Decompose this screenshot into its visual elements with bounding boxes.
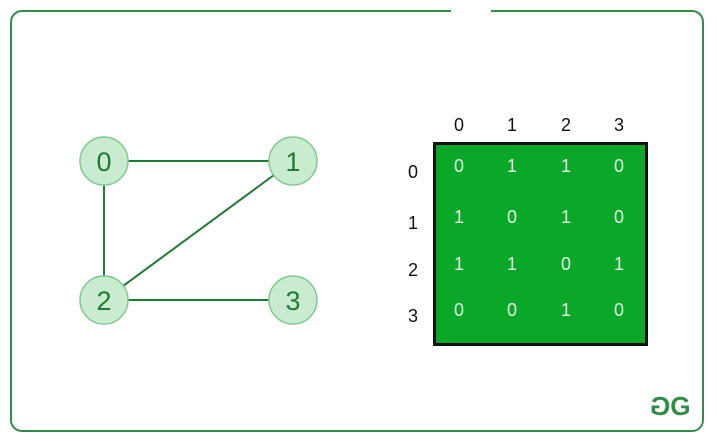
node-3: 3 — [268, 275, 318, 325]
node-circle — [79, 275, 129, 325]
matrix-body — [433, 142, 648, 346]
node-0: 0 — [79, 136, 129, 186]
matrix-cell-0-0: 0 — [453, 156, 464, 176]
matrix-cell-1-2: 1 — [560, 207, 571, 227]
node-label: 0 — [96, 147, 111, 177]
node-2: 2 — [79, 275, 129, 325]
matrix-cell-3-3: 0 — [613, 300, 624, 320]
edge-1-2 — [103, 160, 294, 301]
node-label: 3 — [285, 286, 300, 316]
matrix-cell-1-0: 1 — [453, 207, 464, 227]
frame-gap — [451, 6, 491, 14]
graph-edges — [103, 160, 294, 301]
matrix-cell-3-1: 0 — [506, 300, 517, 320]
matrix-cell-0-2: 1 — [560, 156, 571, 176]
matrix-cell-2-0: 1 — [453, 254, 464, 274]
node-circle — [79, 136, 129, 186]
node-label: 1 — [285, 147, 300, 177]
matrix-cell-3-0: 0 — [453, 300, 464, 320]
matrix-row-header-0: 0 — [407, 162, 418, 182]
matrix-column-header-3: 3 — [613, 115, 624, 135]
matrix-cell-2-1: 1 — [506, 254, 517, 274]
gfg-logo: GG — [652, 391, 690, 422]
matrix-cell-1-1: 0 — [506, 207, 517, 227]
matrix-cell-1-3: 0 — [613, 207, 624, 227]
matrix-cell-2-2: 0 — [560, 254, 571, 274]
node-label: 2 — [96, 286, 111, 316]
matrix-cell-3-2: 1 — [560, 300, 571, 320]
graph-nodes: 0 1 2 3 — [79, 136, 318, 325]
matrix-row-header-2: 2 — [407, 260, 418, 280]
node-circle — [268, 275, 318, 325]
matrix-cell-0-3: 0 — [613, 156, 624, 176]
node-circle — [268, 136, 318, 186]
matrix-cell-2-3: 1 — [613, 254, 624, 274]
matrix-row-header-1: 1 — [407, 213, 418, 233]
gfg-logo-right-g: G — [670, 391, 690, 421]
gfg-logo-left-g: G — [652, 391, 671, 421]
matrix-row-header-3: 3 — [407, 306, 418, 326]
matrix-column-header-0: 0 — [453, 115, 464, 135]
node-1: 1 — [268, 136, 318, 186]
matrix-column-header-1: 1 — [506, 115, 517, 135]
matrix-column-header-2: 2 — [560, 115, 571, 135]
matrix-cell-0-1: 1 — [506, 156, 517, 176]
